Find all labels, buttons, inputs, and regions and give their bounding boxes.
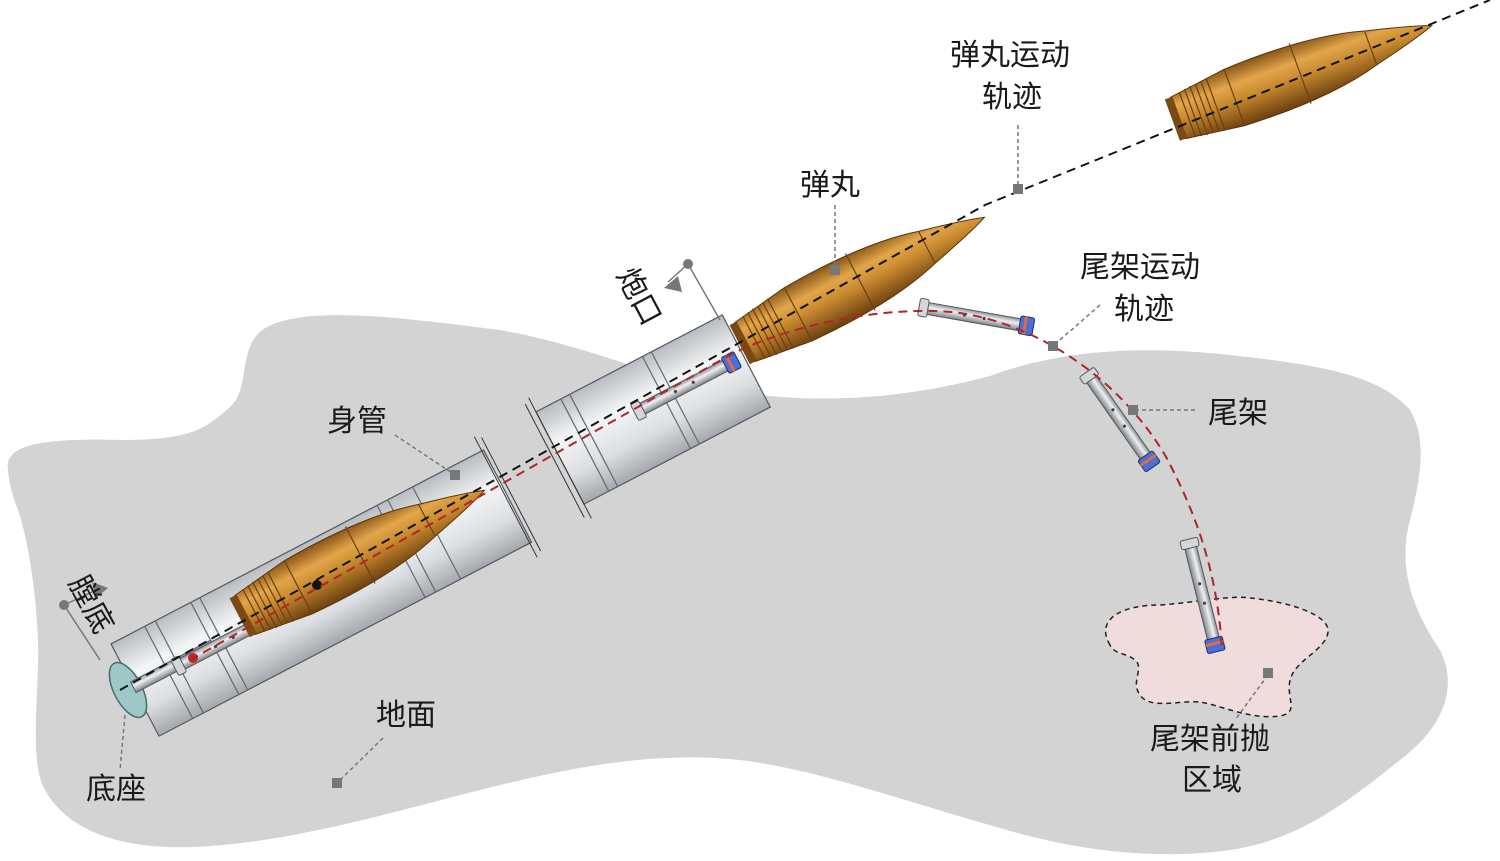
shell-exit — [724, 188, 1000, 374]
shell-center-marker — [312, 580, 322, 590]
ground-area — [7, 315, 1448, 855]
leader-barrel — [394, 434, 456, 476]
label-tail-trajectory-1: 尾架运动 — [1080, 250, 1200, 285]
label-projectile-trajectory-2: 轨迹 — [982, 80, 1042, 115]
label-projectile: 弹丸 — [800, 168, 860, 203]
label-base: 底座 — [86, 772, 146, 807]
leader-base — [119, 714, 126, 771]
label-tail: 尾架 — [1208, 396, 1268, 431]
shell-flight — [1160, 0, 1444, 151]
label-tail-zone-1: 尾架前抛 — [1150, 722, 1270, 757]
muzzle-marker — [667, 263, 721, 321]
tail-trajectory — [189, 309, 1223, 661]
label-barrel: 身管 — [327, 404, 387, 439]
leader-tail-trajectory — [1052, 304, 1101, 347]
leader-zone — [1234, 674, 1269, 721]
label-projectile-trajectory-1: 弹丸运动 — [950, 38, 1070, 73]
bore-bottom-marker — [63, 591, 101, 661]
projectile-trajectory — [119, 0, 1491, 691]
leader-ground — [336, 737, 384, 784]
label-tail-trajectory-2: 轨迹 — [1114, 292, 1174, 327]
label-ground: 地面 — [376, 698, 436, 733]
label-tail-zone-2: 区域 — [1182, 763, 1242, 798]
